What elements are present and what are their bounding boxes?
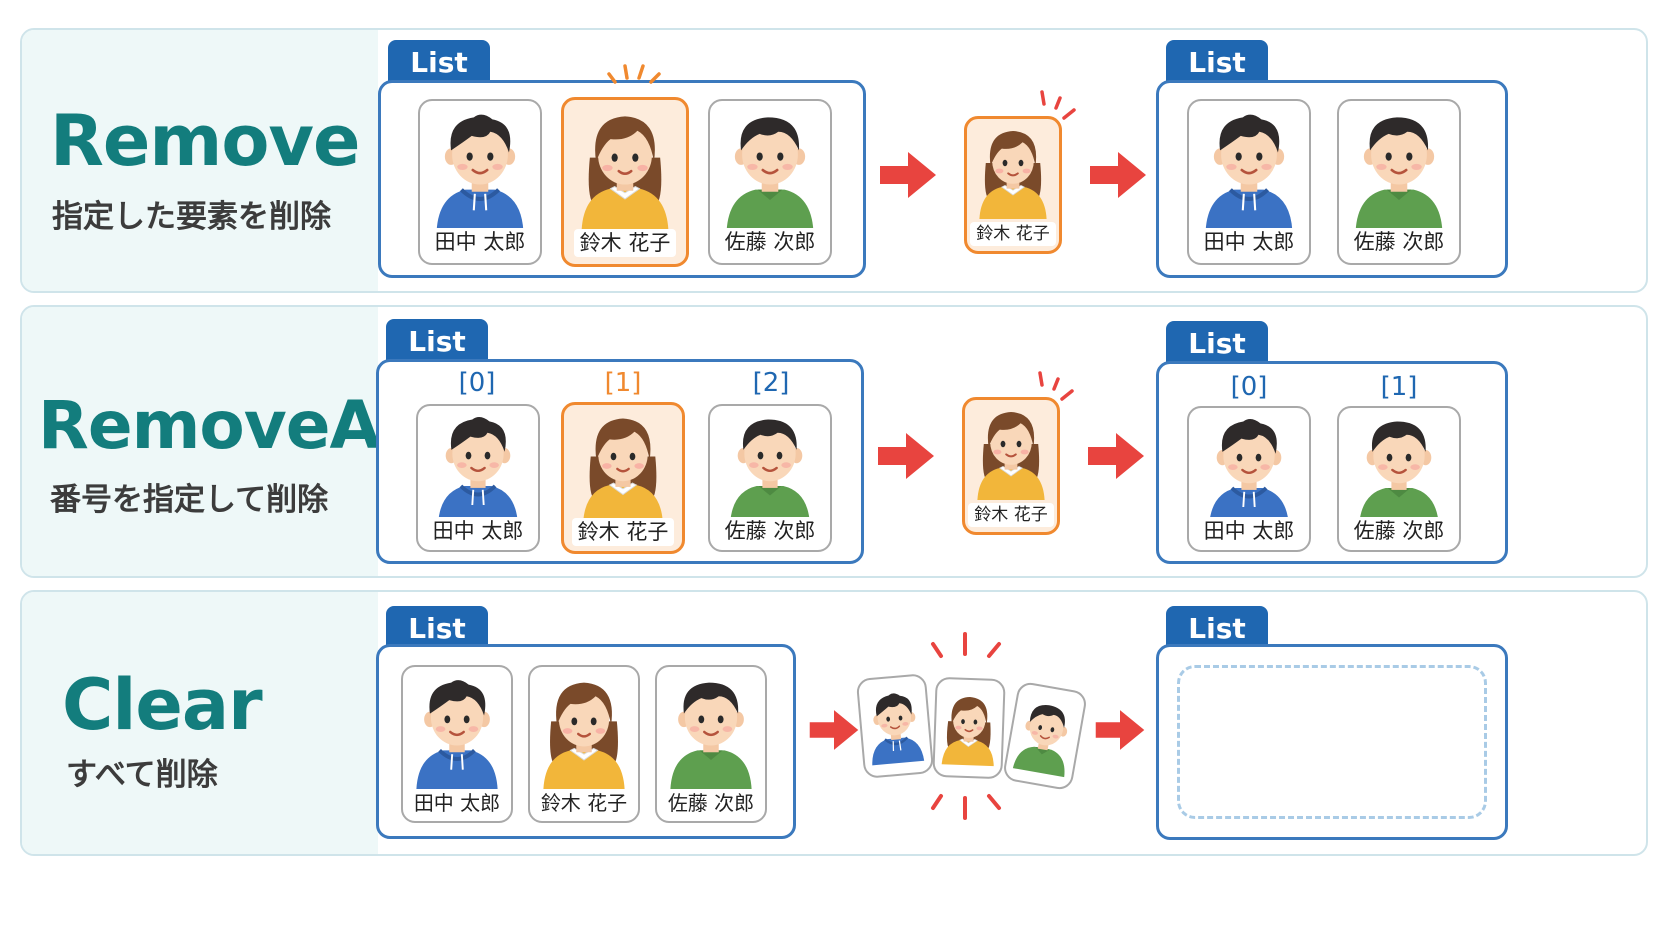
list-item[interactable]: 佐藤 次郎 <box>655 665 767 823</box>
removed-item: 鈴木 花子 <box>964 116 1062 254</box>
list-item[interactable]: 佐藤 次郎 <box>708 404 832 552</box>
section-clear: Clear すべて削除 List 田中 太郎 鈴木 花子 佐藤 次郎 <box>20 590 1648 856</box>
list-item[interactable]: 田中 太郎 <box>416 404 540 552</box>
item-name: 鈴木 花子 <box>573 229 677 257</box>
item-name: 佐藤 次郎 <box>718 228 822 256</box>
boy-avatar-icon <box>662 673 760 789</box>
item-name: 田中 太郎 <box>1197 517 1301 545</box>
list-after-empty <box>1156 644 1508 840</box>
method-description: すべて削除 <box>66 757 218 793</box>
list-item[interactable]: 佐藤 次郎 <box>1337 406 1461 552</box>
item-name: 佐藤 次郎 <box>661 789 761 817</box>
arrow-right-icon <box>808 708 860 752</box>
item-name: 佐藤 次郎 <box>718 517 822 545</box>
burst-icon <box>931 794 1001 820</box>
arrow-right-icon <box>1088 150 1148 200</box>
list-item[interactable]: 田中 太郎 <box>1187 406 1311 552</box>
cleared-item <box>932 676 1006 780</box>
arrow-right-icon <box>1094 708 1146 752</box>
item-name: 田中 太郎 <box>1197 228 1301 256</box>
boy-avatar-icon <box>722 410 818 524</box>
cleared-item <box>1001 680 1089 792</box>
list-tab: List <box>386 606 488 650</box>
method-title: Remove <box>50 100 361 182</box>
list-item[interactable]: 鈴木 花子 <box>528 665 640 823</box>
method-title: RemoveAt <box>38 387 411 464</box>
boy-avatar-icon <box>1197 107 1301 231</box>
list-before: 田中 太郎 鈴木 花子 佐藤 次郎 <box>376 644 796 839</box>
index-label-selected: [1] <box>604 368 642 398</box>
sidebar <box>22 307 378 576</box>
list-before: [0] [1] [2] 田中 太郎 鈴木 花子 佐藤 次郎 <box>376 359 864 564</box>
list-item-selected[interactable]: 鈴木 花子 <box>561 97 689 267</box>
empty-placeholder <box>1177 665 1487 819</box>
list-tab: List <box>386 319 488 363</box>
boy-avatar-icon <box>1008 693 1082 779</box>
girl-avatar-icon <box>937 689 1002 767</box>
list-item[interactable]: 田中 太郎 <box>418 99 542 265</box>
list-item[interactable]: 佐藤 次郎 <box>1337 99 1461 265</box>
sidebar <box>22 592 378 854</box>
cleared-item <box>855 673 935 779</box>
removed-item: 鈴木 花子 <box>962 397 1060 535</box>
list-tab: List <box>1166 321 1268 365</box>
list-item[interactable]: 田中 太郎 <box>1187 99 1311 265</box>
section-remove: Remove 指定した要素を削除 List 田中 太郎 鈴木 花子 佐藤 次郎 … <box>20 28 1648 293</box>
method-title: Clear <box>62 664 263 746</box>
item-name: 鈴木 花子 <box>534 789 634 817</box>
girl-avatar-icon <box>535 673 633 789</box>
item-name: 田中 太郎 <box>426 517 530 545</box>
girl-avatar-icon <box>973 123 1053 219</box>
boy-avatar-icon <box>428 107 532 231</box>
item-name: 鈴木 花子 <box>970 222 1056 246</box>
list-tab: List <box>388 40 490 84</box>
arrow-right-icon <box>878 150 938 200</box>
list-item[interactable]: 田中 太郎 <box>401 665 513 823</box>
index-label: [0] <box>458 368 496 398</box>
index-label: [2] <box>752 368 790 398</box>
section-removeat: RemoveAt 番号を指定して削除 List [0] [1] [2] 田中 太… <box>20 305 1648 578</box>
index-label: [0] <box>1230 372 1268 402</box>
girl-avatar-icon <box>575 409 671 523</box>
list-tab: List <box>1166 40 1268 84</box>
item-name: 田中 太郎 <box>428 228 532 256</box>
burst-icon <box>931 632 1001 658</box>
list-tab: List <box>1166 606 1268 650</box>
list-item-selected[interactable]: 鈴木 花子 <box>561 402 685 554</box>
index-label: [1] <box>1380 372 1418 402</box>
list-before: 田中 太郎 鈴木 花子 佐藤 次郎 <box>378 80 866 278</box>
item-name: 佐藤 次郎 <box>1347 228 1451 256</box>
item-name: 田中 太郎 <box>407 789 507 817</box>
girl-avatar-icon <box>573 106 677 230</box>
boy-avatar-icon <box>718 107 822 231</box>
boy-avatar-icon <box>1347 107 1451 231</box>
sparkle-icon <box>607 64 661 84</box>
boy-avatar-icon <box>408 673 506 789</box>
item-name: 鈴木 花子 <box>968 503 1054 527</box>
sparkle-icon <box>1040 90 1076 120</box>
method-description: 番号を指定して削除 <box>50 482 329 518</box>
boy-avatar-icon <box>430 410 526 524</box>
arrow-right-icon <box>1086 431 1146 481</box>
method-description: 指定した要素を削除 <box>52 199 331 235</box>
sidebar <box>22 30 378 291</box>
girl-avatar-icon <box>971 404 1051 500</box>
sparkle-icon <box>1038 371 1074 401</box>
boy-avatar-icon <box>1351 412 1447 526</box>
boy-avatar-icon <box>1201 412 1297 526</box>
list-after: [0] [1] 田中 太郎 佐藤 次郎 <box>1156 361 1508 564</box>
list-item[interactable]: 佐藤 次郎 <box>708 99 832 265</box>
item-name: 鈴木 花子 <box>571 518 675 546</box>
list-after: 田中 太郎 佐藤 次郎 <box>1156 80 1508 278</box>
item-name: 佐藤 次郎 <box>1347 517 1451 545</box>
arrow-right-icon <box>876 431 936 481</box>
boy-avatar-icon <box>861 685 929 766</box>
